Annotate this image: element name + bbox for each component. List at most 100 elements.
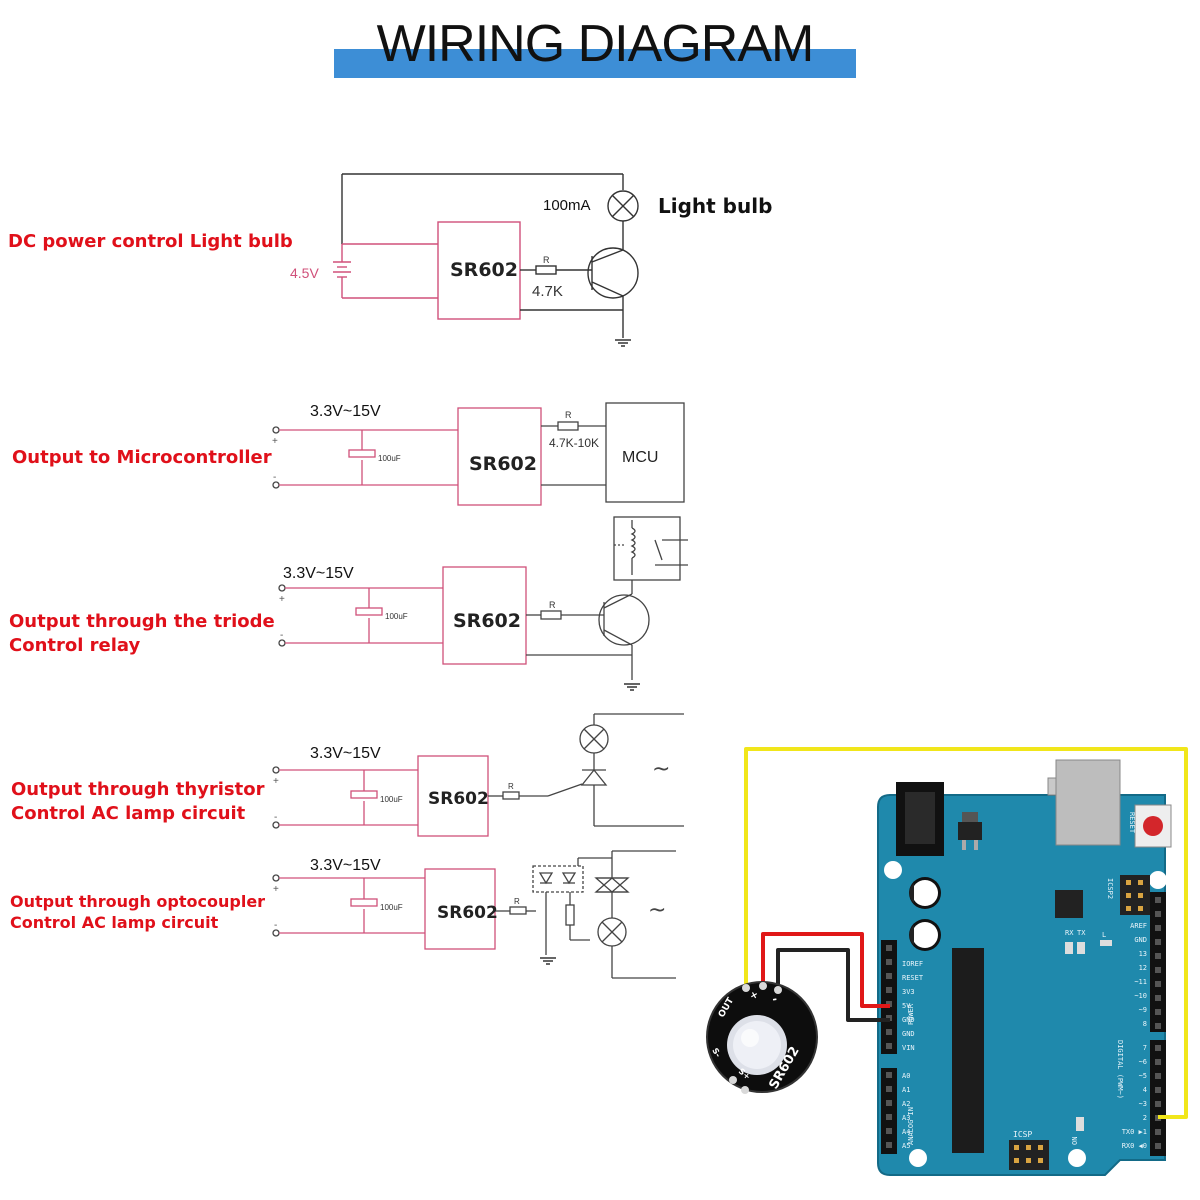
header-pin-hole bbox=[1155, 911, 1161, 917]
svg-text:-: - bbox=[274, 812, 277, 823]
pin-label-a3: A3 bbox=[902, 1114, 910, 1122]
supply-voltage: 3.3V~15V bbox=[310, 403, 381, 420]
pin-label-a0: A0 bbox=[902, 1072, 910, 1080]
svg-text:+: + bbox=[273, 884, 279, 895]
section-label-mcu: Output to Microcontroller bbox=[12, 447, 272, 468]
pin-label-5v: 5V bbox=[902, 1002, 911, 1010]
light-bulb-label: Light bulb bbox=[658, 194, 772, 218]
header-pin-hole bbox=[886, 945, 892, 951]
header-pin-hole bbox=[1155, 1087, 1161, 1093]
header-pin-hole bbox=[886, 1029, 892, 1035]
pin-label-6: ~6 bbox=[1139, 1058, 1147, 1066]
header-pin-hole bbox=[1155, 1129, 1161, 1135]
circuit-relay bbox=[278, 516, 688, 691]
pin-label-7: 7 bbox=[1143, 1044, 1147, 1052]
header-pin-hole bbox=[1155, 897, 1161, 903]
header-pin-hole bbox=[886, 987, 892, 993]
sr602-module-label: SR602 bbox=[437, 903, 498, 923]
pin-label-reset: RESET bbox=[902, 974, 924, 982]
capacitor-value: 100uF bbox=[385, 612, 408, 621]
sr602-module-label: SR602 bbox=[450, 259, 518, 281]
pin-label-3v3: 3V3 bbox=[902, 988, 915, 996]
resistor-symbol: R bbox=[543, 255, 550, 265]
sensor-pin-minus: - bbox=[771, 992, 778, 1006]
header-pin-hole bbox=[886, 959, 892, 965]
current-rating: 100mA bbox=[543, 197, 591, 214]
pin-label-12: 12 bbox=[1139, 964, 1147, 972]
resistor-symbol: R bbox=[508, 782, 514, 791]
title-band bbox=[334, 49, 856, 78]
wire-red bbox=[761, 932, 890, 1008]
capacitor-value: 100uF bbox=[380, 795, 403, 804]
header-pin-hole bbox=[1155, 925, 1161, 931]
header-pin-hole bbox=[1155, 1045, 1161, 1051]
sr602-module-label: SR602 bbox=[469, 453, 537, 475]
icsp-label: ICSP bbox=[1013, 1130, 1032, 1139]
svg-text:+: + bbox=[272, 436, 278, 447]
pin-label-2: 2 bbox=[1143, 1114, 1147, 1122]
pin-label-tx: TX0 ▶1 bbox=[1122, 1128, 1147, 1136]
header-pin-hole bbox=[886, 1100, 892, 1106]
header-pin-hole bbox=[1155, 1009, 1161, 1015]
pin-label-a5: A5 bbox=[902, 1142, 910, 1150]
circuit-optocoupler bbox=[272, 850, 676, 979]
analog-header-label: ANALOG IN bbox=[907, 1107, 915, 1145]
circuit-mcu bbox=[272, 402, 685, 506]
pin-label-3: ~3 bbox=[1139, 1100, 1147, 1108]
wire-black bbox=[776, 948, 890, 1022]
sr602-sensor-module bbox=[706, 981, 818, 1094]
supply-voltage: 3.3V~15V bbox=[310, 745, 381, 762]
rx-label: RX bbox=[1065, 929, 1074, 937]
arduino-board bbox=[877, 759, 1172, 1176]
header-pin-hole bbox=[886, 1142, 892, 1148]
circuit-dc-bulb bbox=[333, 173, 639, 347]
pin-label-ioref: IOREF bbox=[902, 960, 923, 968]
circuit-thyristor bbox=[272, 713, 684, 837]
sr602-module-label: SR602 bbox=[428, 789, 489, 809]
battery-voltage: 4.5V bbox=[290, 265, 319, 281]
pin-label-vin: VIN bbox=[902, 1044, 915, 1052]
icsp2-label: ICSP2 bbox=[1106, 878, 1114, 899]
capacitor-value: 100uF bbox=[378, 454, 401, 463]
on-led-label: ON bbox=[1071, 1137, 1079, 1145]
pin-label-9: ~9 bbox=[1139, 1006, 1147, 1014]
sensor-pin-s-minus: S- bbox=[710, 1047, 722, 1059]
resistor-symbol: R bbox=[514, 897, 520, 906]
header-pin-hole bbox=[1155, 1073, 1161, 1079]
header-pin-hole bbox=[886, 1072, 892, 1078]
svg-text:+: + bbox=[279, 594, 285, 605]
page-title: WIRING DIAGRAM bbox=[376, 15, 815, 73]
supply-voltage: 3.3V~15V bbox=[310, 857, 381, 874]
pin-label-8: 8 bbox=[1143, 1020, 1147, 1028]
pin-label-13: 13 bbox=[1139, 950, 1147, 958]
pin-label-10: ~10 bbox=[1134, 992, 1147, 1000]
header-pin-hole bbox=[886, 1043, 892, 1049]
pin-label-gnd-1: GND bbox=[902, 1016, 915, 1024]
header-pin-hole bbox=[886, 1114, 892, 1120]
wire-yellow bbox=[744, 747, 1188, 1119]
ac-source-symbol: ~ bbox=[652, 757, 670, 782]
header-pin-hole bbox=[886, 1086, 892, 1092]
reset-label: RESET bbox=[1128, 812, 1136, 834]
capacitor-value: 100uF bbox=[380, 903, 403, 912]
header-pin-hole bbox=[886, 1128, 892, 1134]
svg-text:+: + bbox=[273, 776, 279, 787]
header-pin-hole bbox=[1155, 1023, 1161, 1029]
pin-label-a4: A4 bbox=[902, 1128, 910, 1136]
resistor-symbol: R bbox=[549, 600, 556, 610]
header-pin-hole bbox=[1155, 939, 1161, 945]
header-pin-hole bbox=[1155, 953, 1161, 959]
power-header-label: POWER bbox=[907, 1003, 915, 1025]
pin-label-5: ~5 bbox=[1139, 1072, 1147, 1080]
svg-text:-: - bbox=[274, 920, 277, 931]
pin-label-4: 4 bbox=[1143, 1086, 1147, 1094]
resistor-value: 4.7K bbox=[532, 283, 563, 300]
sr602-module-label: SR602 bbox=[453, 610, 521, 632]
pin-label-aref: AREF bbox=[1130, 922, 1147, 930]
header-pin-hole bbox=[1155, 1059, 1161, 1065]
supply-voltage: 3.3V~15V bbox=[283, 565, 354, 582]
digital-header-label: DIGITAL (PWM~) bbox=[1116, 1040, 1124, 1099]
